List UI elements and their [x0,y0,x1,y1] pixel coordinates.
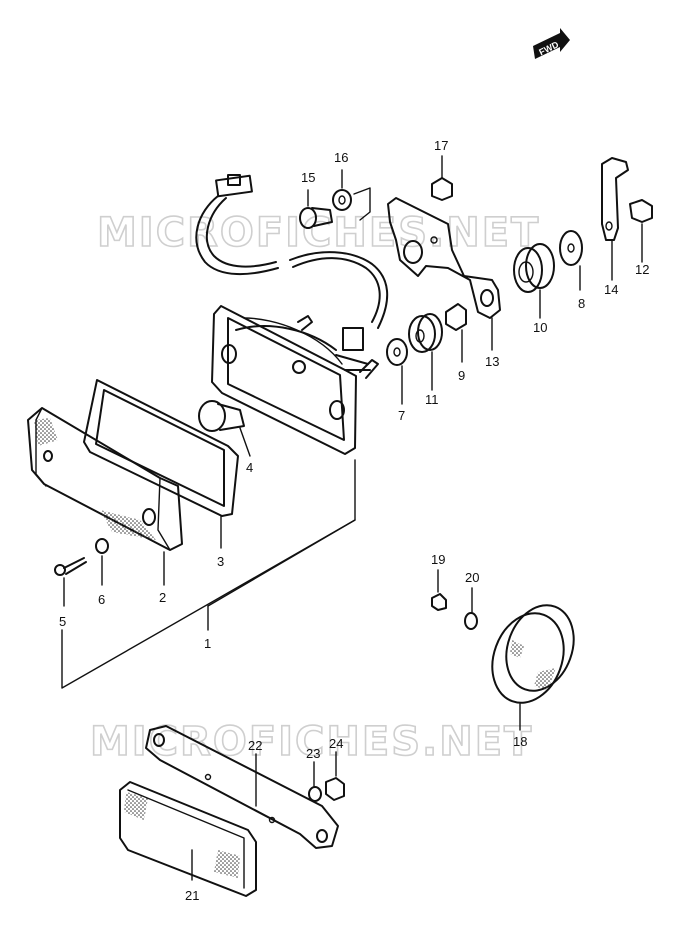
nut-17 [431,177,453,201]
nut-24 [325,777,345,801]
callout-14: 14 [604,282,618,297]
callout-23: 23 [306,746,320,761]
callout-12: 12 [635,262,649,277]
washer-20 [464,612,478,630]
callout-5: 5 [59,614,66,629]
callout-8: 8 [578,296,585,311]
callout-19: 19 [431,552,445,567]
callout-15: 15 [301,170,315,185]
bracket [387,197,501,319]
grommet-11 [408,315,436,353]
callout-7: 7 [398,408,405,423]
callout-16: 16 [334,150,348,165]
callout-13: 13 [485,354,499,369]
callout-21: 21 [185,888,199,903]
washer-16 [332,189,352,211]
callout-4: 4 [246,460,253,475]
nut-19 [431,593,447,611]
leader-lines [61,155,643,881]
callout-18: 18 [513,734,527,749]
stay [601,157,629,241]
wire-harness [195,174,389,351]
reflector-round [491,604,575,704]
watermark-top: MICROFICHES.NET [97,210,540,256]
lens [27,407,183,551]
fwd-arrow-icon: FWD [533,28,570,59]
nut-12 [629,199,653,223]
callout-9: 9 [458,368,465,383]
callout-2: 2 [159,590,166,605]
reflector-bracket [145,725,339,849]
washer-8 [559,230,583,266]
screw [54,557,87,576]
callout-22: 22 [248,738,262,753]
side-reflector [119,781,257,897]
gasket [83,379,239,517]
callout-10: 10 [533,320,547,335]
callout-6: 6 [98,592,105,607]
washer-7 [386,338,408,366]
callout-17: 17 [434,138,448,153]
washer [95,538,109,554]
callout-11: 11 [425,392,439,407]
bulb [198,400,245,432]
callout-1: 1 [204,636,211,651]
grommet [513,243,555,293]
callouts: 1 2 3 4 5 6 7 8 9 10 11 12 13 14 15 16 1… [59,138,649,903]
callout-3: 3 [217,554,224,569]
washer-23 [308,786,322,802]
bolt [299,207,333,229]
lamp-housing [211,305,379,455]
callout-24: 24 [329,736,343,751]
callout-20: 20 [465,570,479,585]
collar [445,303,467,331]
